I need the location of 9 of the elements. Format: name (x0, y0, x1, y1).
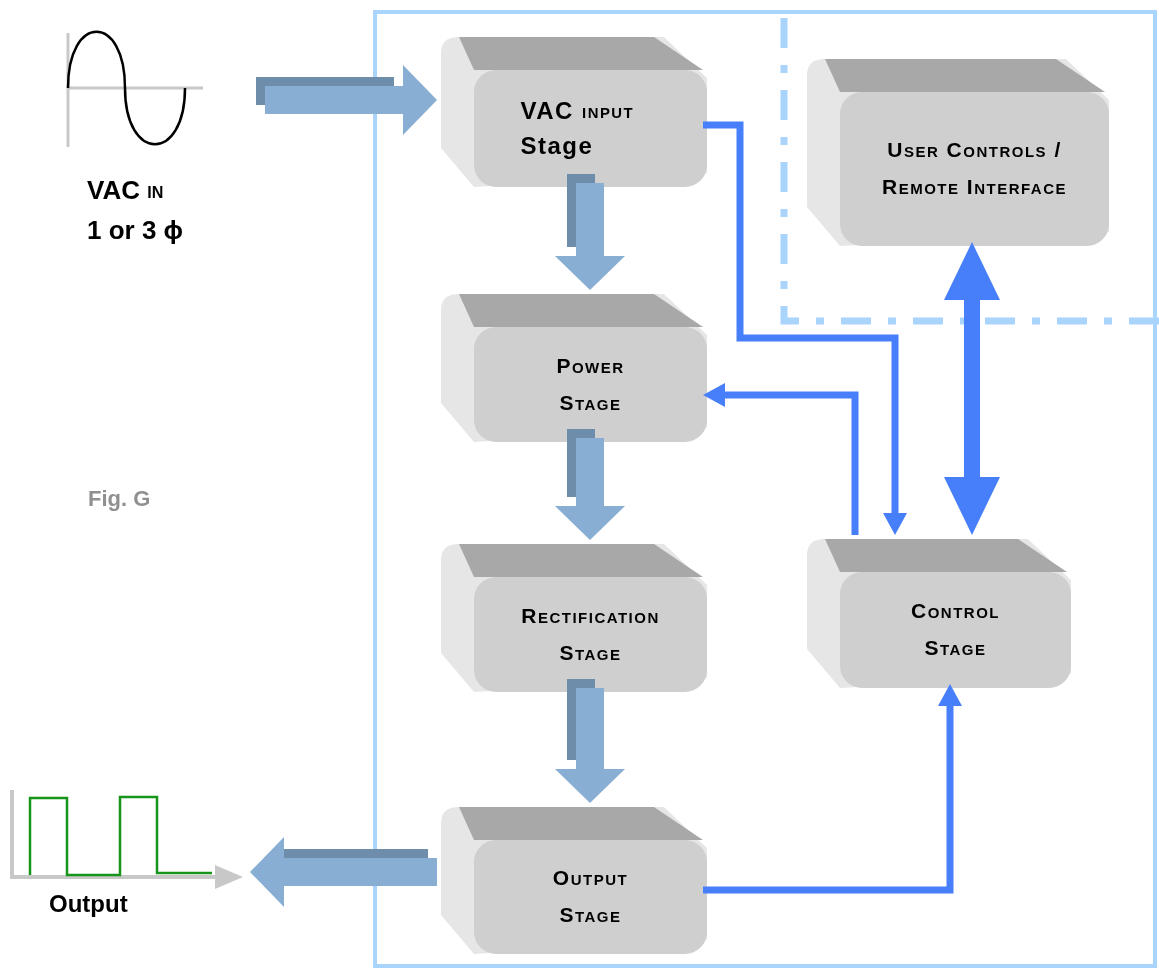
output-label: Output (49, 890, 128, 918)
stage-label: User Controls / Remote Interface (881, 137, 1068, 200)
figure-label: Fig. G (88, 486, 151, 512)
stage-label: Rectification Stage (520, 602, 661, 666)
stage-label: Output Stage (551, 865, 630, 928)
input-label: 1 or 3 ϕ (87, 215, 184, 246)
system-frame (373, 10, 1157, 968)
stage-label: Power Stage (555, 352, 626, 416)
stage-label: Control Stage (910, 598, 1001, 661)
